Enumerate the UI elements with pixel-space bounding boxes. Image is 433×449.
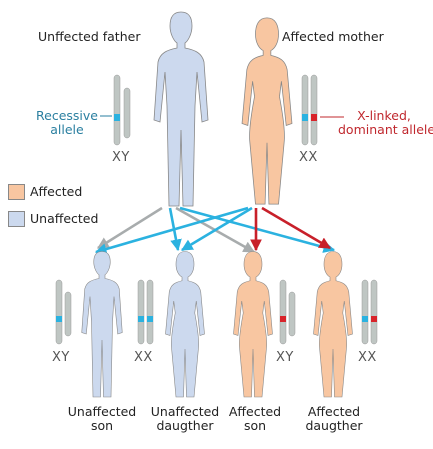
legend-swatch-affected [8, 184, 25, 200]
father-chrom-label: XY [112, 150, 130, 165]
mother-figure [241, 17, 293, 205]
inheritance-arrows [94, 206, 336, 255]
child-figure-affected-son [233, 251, 273, 398]
child-1-caption: Unaffected son [67, 404, 137, 434]
child-3-caption: Affected son [228, 404, 282, 434]
child-figure-unaffected-son [81, 251, 123, 398]
mother-chromosomes [301, 74, 344, 146]
recessive-allele-label: Recessive allele [36, 108, 98, 138]
child-chromosomes-3 [279, 279, 296, 345]
legend-swatch-unaffected [8, 211, 25, 227]
father-chromosomes [100, 74, 131, 146]
child-2-chrom-label: XX [134, 350, 153, 365]
father-figure [153, 11, 209, 207]
child-3-chrom-label: XY [276, 350, 294, 365]
child-chromosomes-1 [55, 279, 72, 345]
child-1-chrom-label: XY [52, 350, 70, 365]
child-chromosomes-2 [137, 279, 154, 345]
child-4-caption: Affected daugther [305, 404, 363, 434]
child-chromosomes-4 [361, 279, 378, 345]
legend-unaffected: Unaffected [30, 211, 99, 226]
child-4-chrom-label: XX [358, 350, 377, 365]
child-2-caption: Unaffected daugther [150, 404, 220, 434]
child-figure-unaffected-daughter [165, 251, 205, 398]
mother-chrom-label: XX [299, 150, 318, 165]
legend-affected: Affected [30, 184, 83, 199]
mother-label: Affected mother [282, 29, 384, 44]
child-figure-affected-daughter [313, 251, 353, 398]
father-label: Unffected father [38, 29, 141, 44]
dominant-allele-label: X-linked, dominant allele [338, 108, 433, 138]
